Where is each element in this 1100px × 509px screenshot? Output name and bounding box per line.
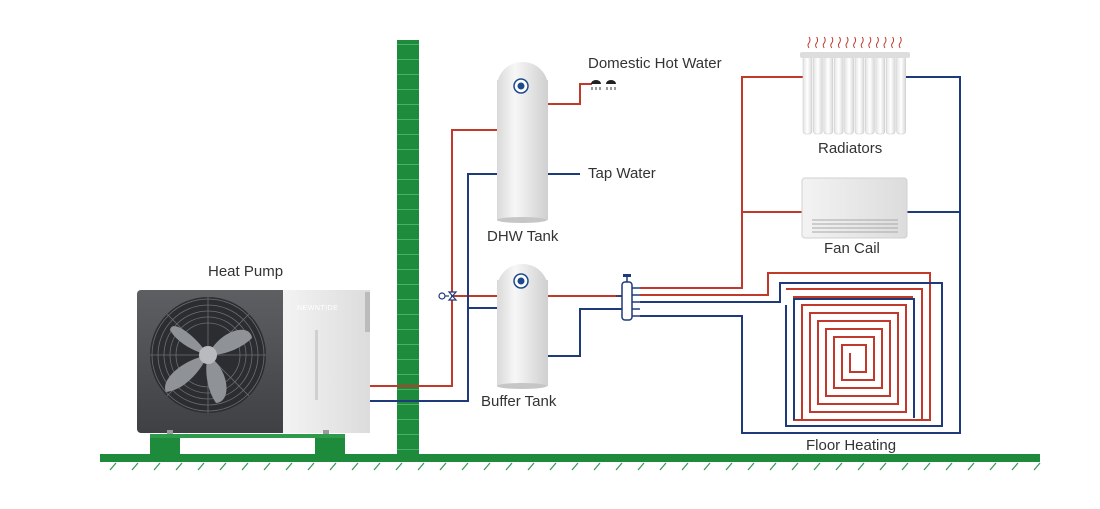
shower-icon — [591, 80, 616, 90]
heat-wave-icon — [807, 36, 902, 49]
floor-heating-label: Floor Heating — [806, 437, 896, 454]
manifold-icon — [616, 274, 640, 321]
fan-coil — [801, 177, 908, 239]
wall — [397, 40, 419, 456]
ground — [100, 454, 1041, 471]
thermometer-badge-icon — [513, 78, 529, 94]
buffer-tank — [497, 264, 548, 389]
tap-water-label: Tap Water — [588, 165, 656, 182]
three-way-valve-icon — [438, 291, 458, 301]
buffer-tank-label: Buffer Tank — [481, 393, 557, 410]
thermometer-badge-icon — [513, 273, 529, 289]
dhw-tank — [497, 62, 548, 223]
radiators-label: Radiators — [818, 140, 882, 157]
domestic-hot-water-label: Domestic Hot Water — [588, 55, 722, 72]
brand-logo: NEWNTIDE — [297, 305, 338, 312]
heat-pump-label: Heat Pump — [208, 263, 283, 280]
dhw-tank-label: DHW Tank — [487, 228, 559, 245]
heat-pump: NEWNTIDE — [137, 290, 370, 454]
fan-icon — [150, 297, 266, 413]
floor-heating-coil — [786, 288, 923, 420]
radiator — [800, 52, 910, 135]
return-pipes — [360, 76, 961, 434]
fan-coil-label: Fan Cail — [824, 240, 880, 257]
